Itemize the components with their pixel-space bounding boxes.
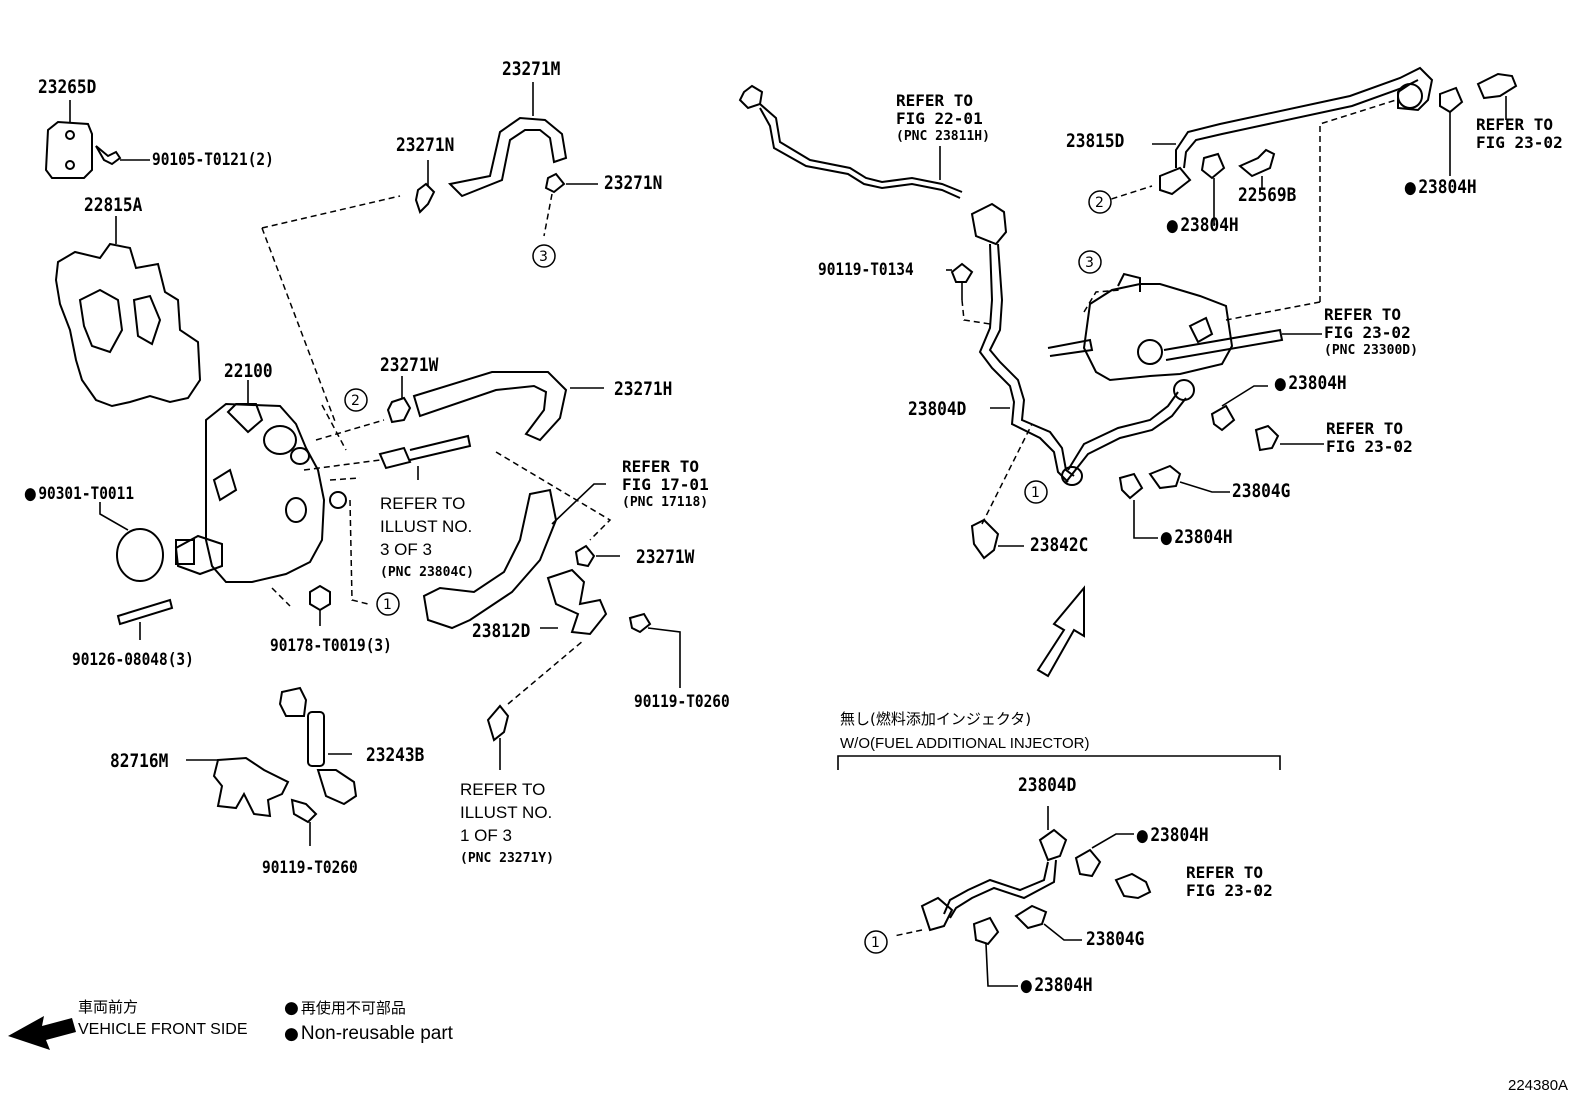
part-label-23842C: 23842C [1030,534,1089,556]
part-label-23804H-d: 23804H [1160,528,1232,547]
callout-3b: 3 [1085,255,1094,271]
part-label-23243B: 23243B [366,744,425,766]
hose-23271H-drawing [412,371,568,442]
part-label-90119-b: 90119-T0260 [262,858,358,878]
part-label-22569B: 22569B [1238,184,1297,206]
part-label-23812D: 23812D [472,620,531,642]
part-label-23804H-c: 23804H [1274,374,1346,393]
o-ring-drawing [116,528,164,582]
legend-nonreuse-en: Non-reusable part [284,1024,453,1043]
variant-heading-en: W/O(FUEL ADDITIONAL INJECTOR) [840,735,1090,752]
part-label-23265D: 23265D [38,76,97,98]
part-label-23271M: 23271M [502,58,561,80]
part-label-23804H-a: 23804H [1166,216,1238,235]
stud-drawing [116,598,174,626]
part-label-90119-c: 90119-T0134 [818,260,914,280]
part-label-90105: 90105-T0121(2) [152,150,274,170]
part-label-90301: 90301-T0011 [24,486,134,503]
part-label-23271N-b: 23271N [604,172,663,194]
callout-1a: 1 [383,597,392,613]
part-label-23804H-e: 23804H [1136,826,1208,845]
part-label-22100: 22100 [224,360,273,382]
part-label-23271N-a: 23271N [396,134,455,156]
front-arrow-shape [8,1016,76,1050]
cover-22815A-drawing [54,216,202,408]
callout-1b: 1 [1031,485,1040,501]
bracket-23265D-drawing [44,100,150,179]
diagram-id: 224380A [1508,1077,1569,1094]
part-label-23815D: 23815D [1066,130,1125,152]
part-label-23804H-f: 23804H [1020,976,1092,995]
variant-heading-jp: 無し(燃料添加インジェクタ) [840,710,1032,728]
part-label-90126: 90126-08048(3) [72,650,194,670]
callout-1c: 1 [871,935,880,951]
callout-2b: 2 [1095,195,1104,211]
legend-front-en: VEHICLE FRONT SIDE [78,1021,248,1038]
part-label-23804D-a: 23804D [908,398,967,420]
part-label-23804G-a: 23804G [1232,480,1291,502]
part-label-23804D-b: 23804D [1018,774,1077,796]
part-label-23804H-b: 23804H [1404,178,1476,197]
part-label-23271W-a: 23271W [380,354,439,376]
part-label-23804G-b: 23804G [1086,928,1145,950]
pump-22100-drawing [174,380,347,583]
callout-2a: 2 [351,393,360,409]
part-label-23271W-b: 23271W [636,546,695,568]
part-label-22815A: 22815A [84,194,143,216]
part-label-23271H: 23271H [614,378,673,400]
part-label-90119-a: 90119-T0260 [634,692,730,712]
legend-front-jp: 車両前方 [78,998,139,1016]
hose-23271M-drawing [447,116,568,198]
legend-nonreuse-jp: 再使用不可部品 [284,1000,406,1017]
part-label-90178: 90178-T0019(3) [270,636,392,656]
part-label-82716M: 82716M [110,750,169,772]
callout-3a: 3 [539,249,548,265]
